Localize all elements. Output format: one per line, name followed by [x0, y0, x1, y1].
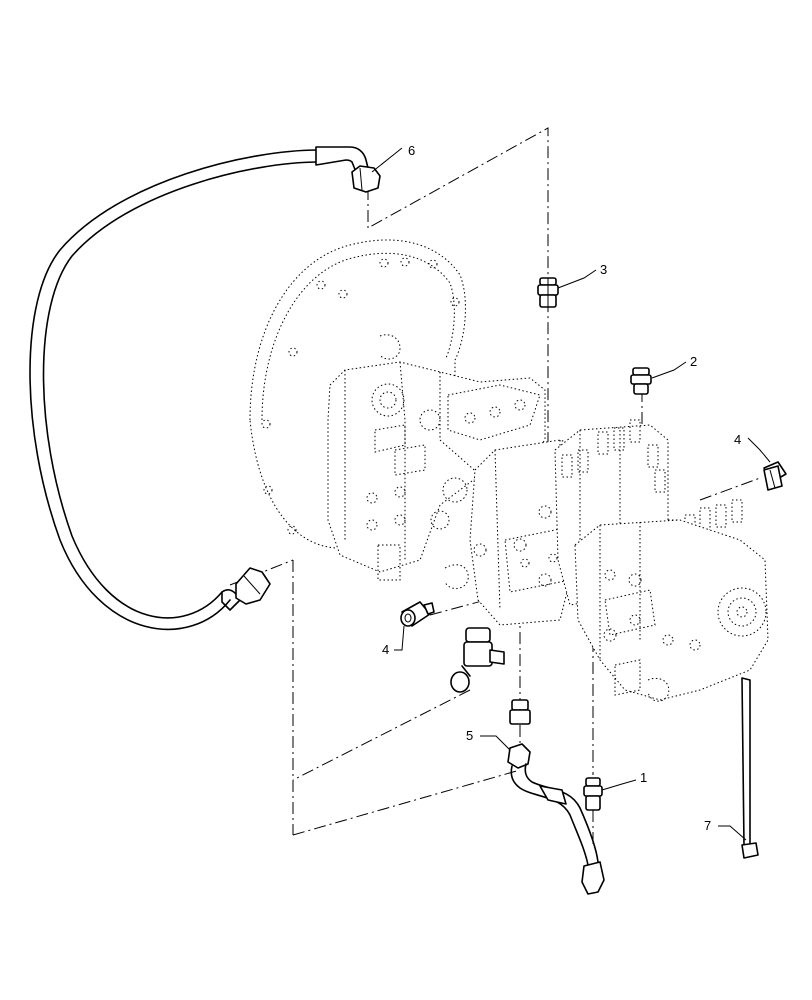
flange-bolts: [261, 257, 460, 535]
fitting-part-3: [537, 277, 559, 308]
hose-5-end: [581, 861, 605, 895]
cable-tie-part-7: [741, 677, 759, 859]
callout-7: 7: [704, 818, 711, 833]
hose-part-5: [507, 743, 605, 895]
callout-6: 6: [408, 143, 415, 158]
hydraulic-pump-assembly: [249, 239, 769, 702]
callout-1: 1: [640, 770, 647, 785]
tee-fitting: [450, 627, 505, 693]
hose-fitting-top: [351, 165, 381, 193]
fitting-part-1: [583, 777, 603, 811]
callout-2: 2: [690, 354, 697, 369]
callout-4-left: 4: [382, 642, 389, 657]
callout-3: 3: [600, 262, 607, 277]
phantom-lines: [229, 127, 761, 845]
callout-4-right: 4: [734, 432, 741, 447]
hose-assembly: [29, 146, 381, 631]
callouts: 6 3 2 4 4 5 1 7: [371, 143, 771, 841]
callout-5: 5: [466, 728, 473, 743]
adapter-fitting: [509, 699, 531, 725]
plug-part-4-right: [763, 461, 787, 491]
plug-part-4-left: [400, 601, 435, 627]
hose-5-fitting: [507, 743, 531, 769]
control-valve-block-3: [574, 519, 769, 701]
fitting-part-2: [630, 367, 652, 395]
